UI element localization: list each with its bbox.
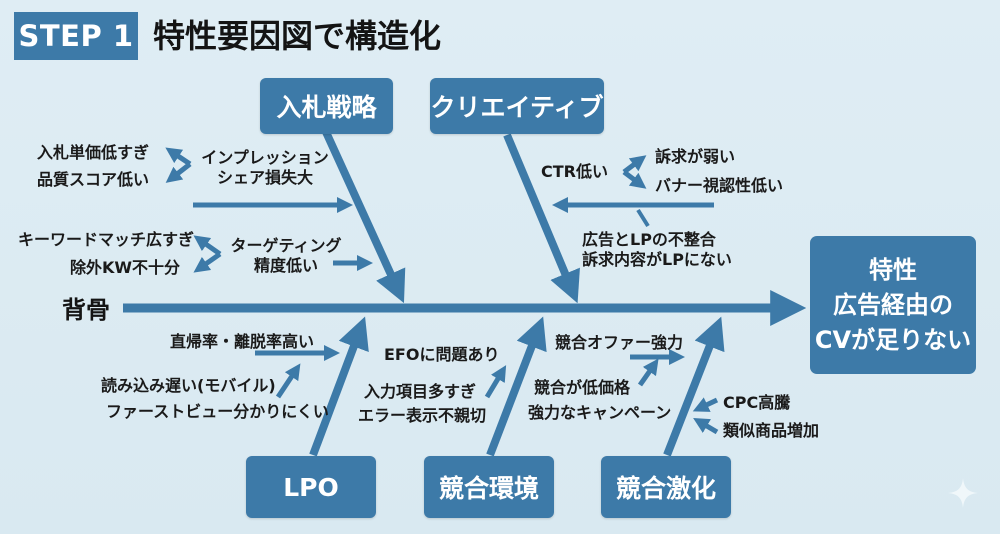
bone-bidding: [322, 130, 406, 304]
cause-cpc-rise: CPC高騰: [723, 393, 791, 412]
category-competition: 競合激化: [601, 456, 731, 518]
cause-targeting-line2: 精度低い: [253, 256, 318, 275]
cause-efo-issues: EFOに問題あり: [384, 345, 500, 364]
arrow-banner-visibility: [622, 170, 647, 189]
cause-targeting-line1: ターゲティング: [230, 236, 342, 255]
cause-ad-lp-mismatch-line1: 広告とLPの不整合: [582, 230, 716, 249]
cause-ad-lp-mismatch-line2: 訴求内容がLPにない: [582, 250, 732, 269]
category-creative: クリエイティブ: [430, 78, 604, 134]
cause-first-view: ファーストビュー分かりにくい: [106, 402, 329, 421]
bone-creative: [503, 133, 580, 304]
cause-competitor-offer: 競合オファー強力: [555, 333, 684, 352]
arrow-similar-products: [693, 417, 719, 435]
cause-similar-products: 類似商品増加: [723, 421, 820, 440]
bone-lpo: [309, 316, 369, 457]
effect-line-1: 特性: [869, 255, 917, 284]
category-competitive-env: 競合環境: [424, 456, 554, 518]
category-lpo: LPO: [246, 456, 376, 518]
cause-negative-kw: 除外KW不十分: [70, 258, 181, 277]
arrow-low-price: [637, 358, 659, 387]
arrow-keyword-match: [193, 235, 222, 257]
cause-quality-score-low: 品質スコア低い: [37, 170, 150, 189]
bone-competition: [663, 316, 725, 457]
cause-weak-appeal: 訴求が弱い: [655, 147, 736, 166]
cause-banner-visibility: バナー視認性低い: [655, 176, 784, 195]
cause-competitor-low-price: 競合が低価格: [534, 378, 631, 397]
cause-strong-campaign: 強力なキャンペーン: [528, 403, 672, 422]
effect-line-3: CVが足りない: [814, 325, 972, 354]
cause-impression-share-line1: インプレッション: [201, 148, 329, 167]
cause-too-many-fields: 入力項目多すぎ: [364, 382, 477, 401]
arrow-negative-kw: [193, 251, 222, 273]
category-bidding: 入札戦略: [260, 78, 393, 134]
cause-bounce-rate: 直帰率・離脱率高い: [170, 332, 315, 351]
arrow-bid-price-low: [165, 147, 192, 167]
effect-line-2: 広告経由の: [833, 290, 953, 319]
cause-ad-lp-mismatch: 広告とLPの不整合 訴求内容がLPにない: [582, 230, 732, 270]
arrow-slow-load: [275, 363, 301, 399]
tick-ad-lp-mismatch: [636, 208, 650, 228]
arrow-quality-score-low: [165, 162, 192, 183]
bone-competitive-env: [486, 316, 547, 457]
cause-ctr-low: CTR低い: [541, 162, 608, 181]
cause-keyword-match: キーワードマッチ広すぎ: [18, 230, 195, 249]
step-badge: STEP 1: [14, 12, 138, 60]
spine-label: 背骨: [62, 296, 110, 324]
page-title: 特性要因図で構造化: [153, 17, 442, 55]
cause-targeting: ターゲティング 精度低い: [224, 236, 348, 276]
arrow-cpc-rise: [692, 397, 719, 412]
cause-error-display: エラー表示不親切: [358, 406, 487, 425]
cause-impression-share-line2: シェア損失大: [216, 168, 313, 187]
arrow-efo-issues: [484, 365, 507, 399]
cause-impression-share: インプレッション シェア損失大: [194, 148, 336, 188]
cause-slow-load: 読み込み遅い(モバイル): [101, 376, 276, 395]
arrow-weak-appeal: [622, 155, 647, 174]
effect-box: 特性 広告経由の CVが足りない: [810, 236, 976, 374]
cause-bid-price-low: 入札単価低すぎ: [37, 143, 150, 162]
sparkle-icon: [948, 478, 978, 508]
